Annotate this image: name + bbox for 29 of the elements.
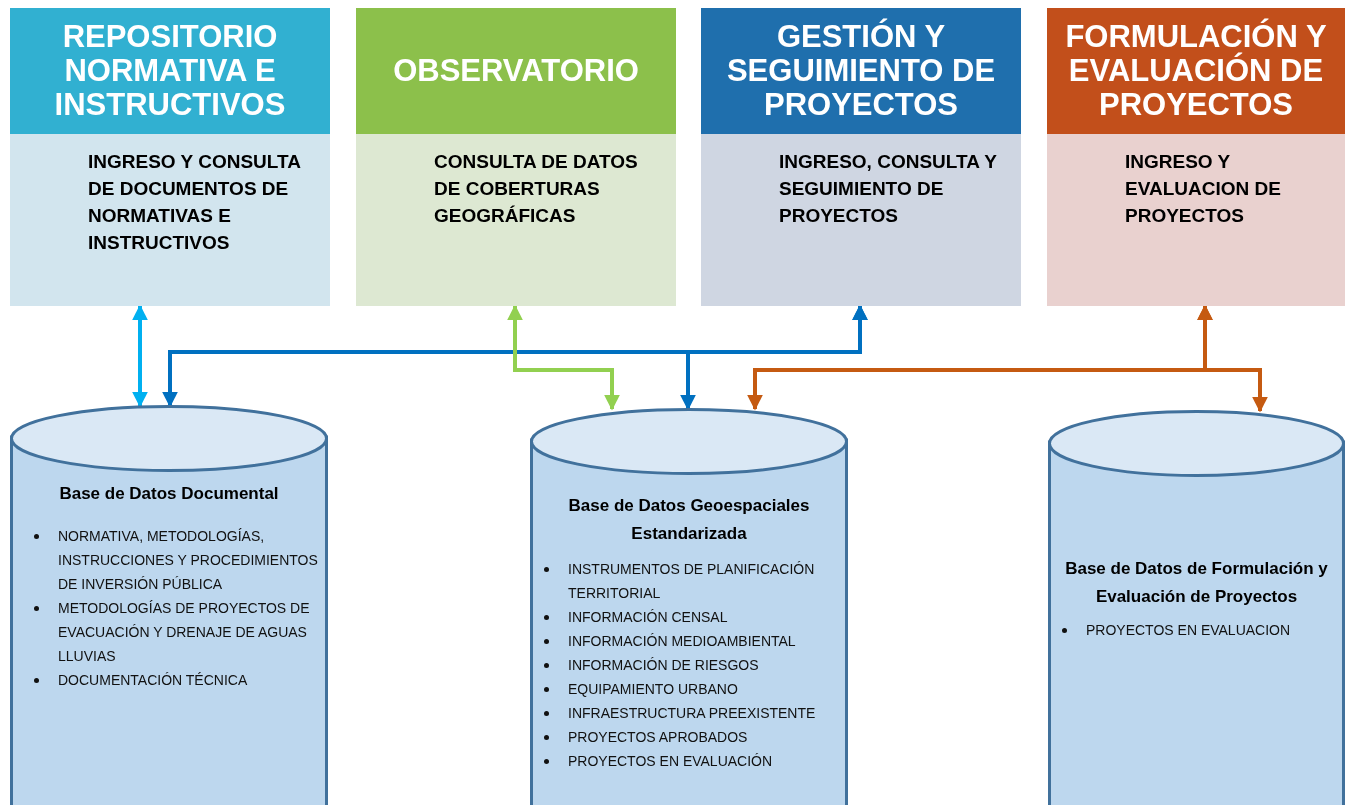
list-item: EQUIPAMIENTO URBANO xyxy=(568,680,739,699)
module-header: FORMULACIÓN Y EVALUACIÓN DE PROYECTOS xyxy=(1047,8,1345,134)
list-item: PROYECTOS EN EVALUACION xyxy=(1086,621,1292,640)
list-item: DOCUMENTACIÓN TÉCNICA xyxy=(58,671,249,690)
module-card xyxy=(10,8,330,306)
list-item: PROYECTOS APROBADOS xyxy=(568,728,749,747)
module-description: INGRESO Y EVALUACION DE PROYECTOS xyxy=(1125,150,1282,228)
module-header: OBSERVATORIO xyxy=(356,8,676,134)
module-card xyxy=(701,8,1021,306)
module-header: REPOSITORIO NORMATIVA E INSTRUCTIVOS xyxy=(10,8,330,134)
list-item: INFORMACIÓN MEDIOAMBIENTAL xyxy=(568,632,797,651)
list-item: INFORMACIÓN CENSAL xyxy=(568,608,729,627)
list-item: NORMATIVA, METODOLOGÍAS, INSTRUCCIONES Y PROCEDIMIENTOS DE INVERSIÓN PÚBLICA xyxy=(58,527,318,594)
list-item: PROYECTOS EN EVALUACIÓN xyxy=(568,752,774,771)
module-description: INGRESO Y CONSULTA DE DOCUMENTOS DE NORMATIVAS E INSTRUCTIVOS xyxy=(88,150,302,255)
list-item: METODOLOGÍAS DE PROYECTOS DE EVACUACIÓN Y DRENAJE DE AGUAS LLUVIAS xyxy=(58,599,311,666)
list-item: INFORMACIÓN DE RIESGOS xyxy=(568,656,760,675)
module-card xyxy=(356,8,676,306)
list-item: INSTRUMENTOS DE PLANIFICACIÓN TERRITORIAL xyxy=(568,560,816,603)
module-header: GESTIÓN Y SEGUIMIENTO DE PROYECTOS xyxy=(701,8,1021,134)
database-title: Base de Datos Documental xyxy=(58,483,280,505)
list-item: INFRAESTRUCTURA PREEXISTENTE xyxy=(568,704,817,723)
database-title: Base de Datos de Formulación y Evaluación de Proyectos xyxy=(1064,558,1329,608)
module-description: CONSULTA DE DATOS DE COBERTURAS GEOGRÁFICAS xyxy=(434,150,639,228)
module-card xyxy=(1047,8,1345,306)
module-description: INGRESO, CONSULTA Y SEGUIMIENTO DE PROYECTOS xyxy=(779,150,998,228)
connector-arrow xyxy=(132,304,148,408)
database-title: Base de Datos Geoespaciales Estandarizada xyxy=(567,495,811,545)
connector-arrow xyxy=(507,304,620,411)
